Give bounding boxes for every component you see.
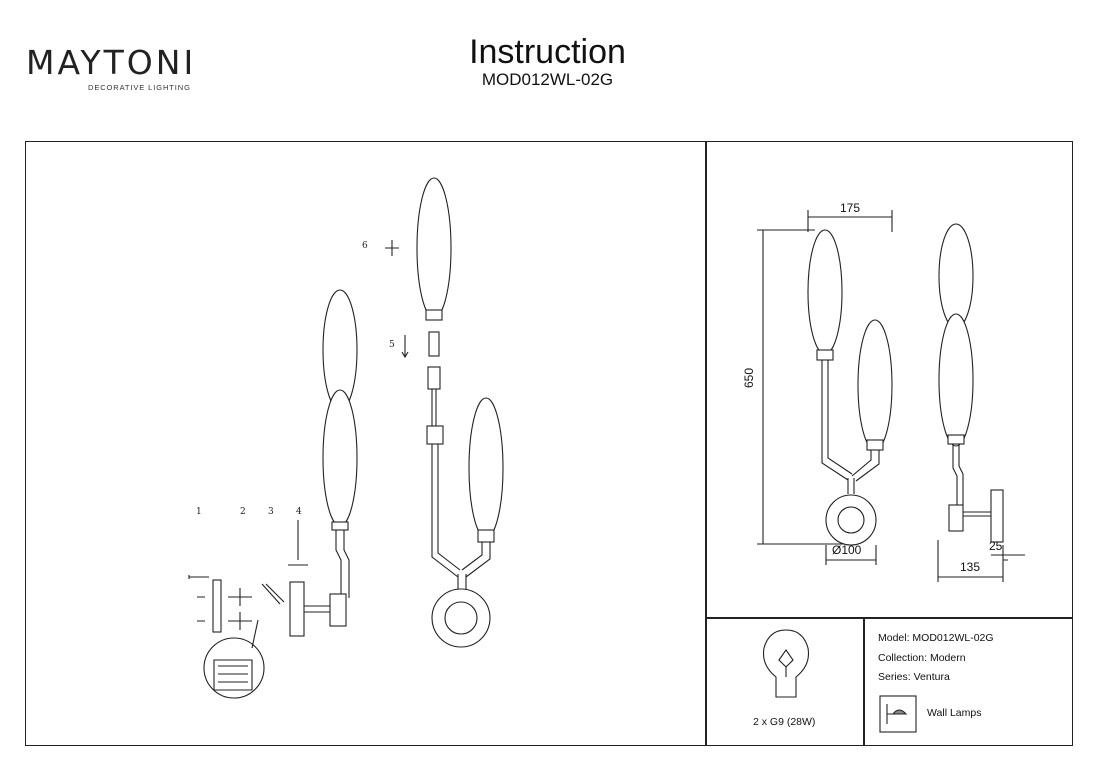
frame-divider-vertical: [705, 141, 707, 746]
step-label-6: 6: [362, 241, 368, 251]
category-label: Wall Lamps: [927, 707, 982, 719]
light-bulb-icon: [762, 629, 810, 698]
step-label-4: 4: [296, 507, 302, 517]
dimension-front-view: [757, 210, 893, 565]
dimension-width: 175: [840, 201, 861, 215]
mounting-parts: [188, 240, 409, 699]
collection-info: Collection: Modern: [878, 652, 966, 664]
model-info: Model: MOD012WL-02G: [878, 632, 994, 644]
step-label-2: 2: [240, 507, 246, 517]
front-view-exploded-lamp: [416, 177, 504, 648]
side-view-lamp-left: [289, 289, 358, 637]
instruction-frame: [25, 141, 1073, 746]
dimension-height: 650: [742, 367, 756, 388]
step-label-1: 1: [196, 507, 202, 517]
dimension-side-view: [937, 223, 1025, 582]
model-code: MOD012WL-02G: [481, 70, 614, 89]
page-header: Instruction MOD012WL-02G: [0, 34, 1095, 90]
dimension-base-diameter: Ø100: [832, 543, 862, 557]
page-title: Instruction: [469, 33, 626, 71]
series-info: Series: Ventura: [878, 671, 950, 683]
wall-lamp-icon: [879, 695, 917, 733]
dimension-base-depth: 25: [989, 539, 1003, 553]
brand-name: MAYTONI: [26, 43, 197, 82]
brand-logo: MAYTONI DECORATIVE LIGHTING: [26, 46, 196, 92]
bulb-spec: 2 x G9 (28W): [753, 716, 816, 728]
frame-divider-horizontal: [705, 617, 1073, 619]
dimension-depth: 135: [960, 560, 981, 574]
info-divider: [863, 617, 865, 746]
brand-tagline: DECORATIVE LIGHTING: [88, 83, 191, 92]
step-label-3: 3: [268, 507, 274, 517]
step-label-5: 5: [389, 340, 395, 350]
